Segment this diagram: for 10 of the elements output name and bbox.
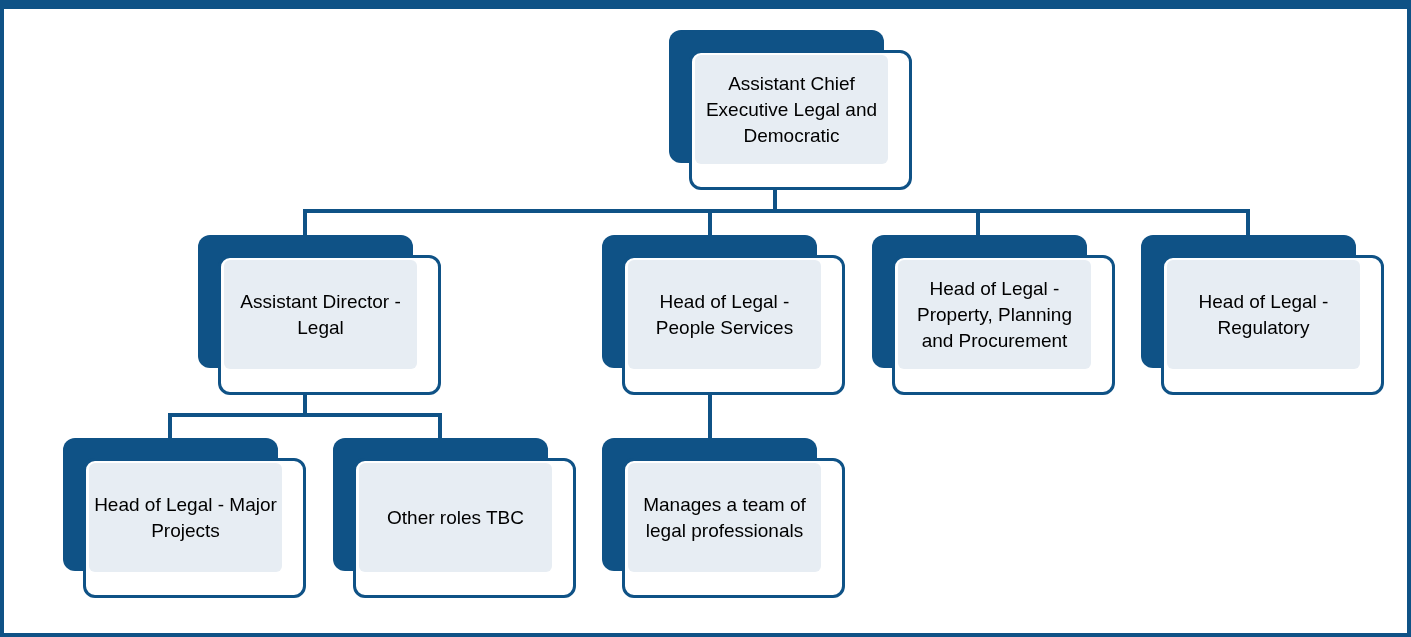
role-title: Manages a team of legal professionals	[642, 492, 807, 543]
role-title: Other roles TBC	[387, 505, 524, 530]
role-title: Head of Legal - Regulatory	[1197, 289, 1330, 340]
role-title: Head of Legal - Property, Planning and Procurement	[916, 276, 1073, 353]
role-title: Assistant Director - Legal	[239, 289, 402, 340]
role-title: Head of Legal - Major Projects	[93, 492, 278, 543]
role-title: Assistant Chief Executive Legal and Democratic	[704, 71, 879, 148]
connector-line	[708, 395, 712, 438]
connector-line	[773, 190, 1250, 235]
role-title: Head of Legal - People Services	[654, 289, 795, 340]
